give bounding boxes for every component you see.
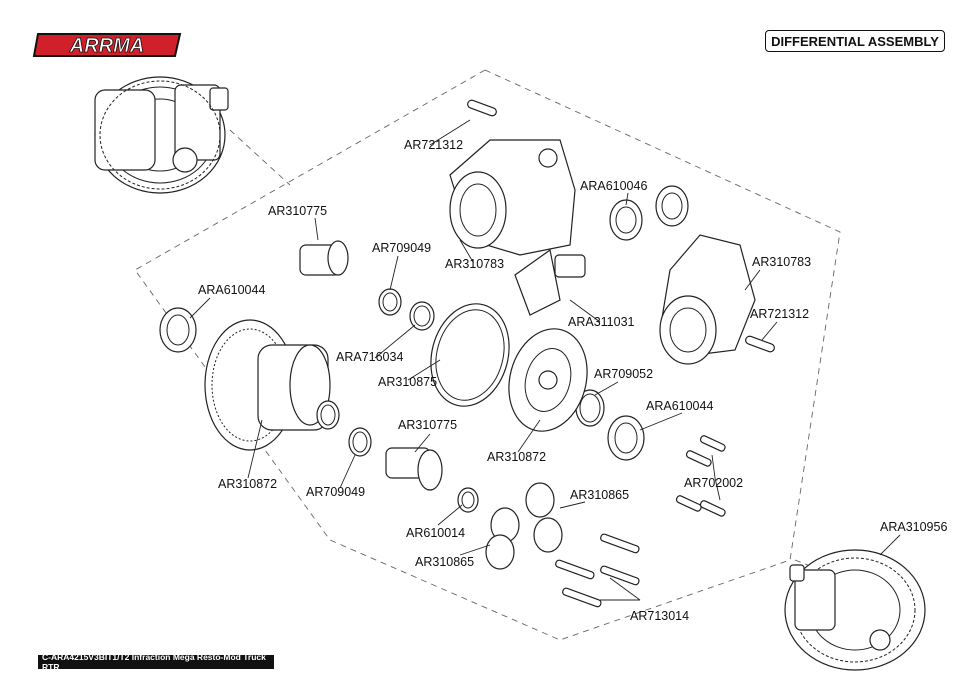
bearings (159, 185, 689, 461)
housing-lower (659, 234, 756, 365)
callout-ARA610046: ARA610046 (580, 179, 647, 193)
callout-ARA716034: ARA716034 (336, 350, 403, 364)
washers (316, 288, 605, 513)
callout-AR713014: AR713014 (630, 609, 689, 623)
assembled-differential-bottom (784, 549, 926, 671)
callout-ARA310956: ARA310956 (880, 520, 947, 534)
housing-upper (449, 139, 576, 256)
callout-AR310775: AR310775 (268, 204, 327, 218)
gasket (430, 303, 510, 407)
callout-AR709049: AR709049 (306, 485, 365, 499)
callout-AR310775: AR310775 (398, 418, 457, 432)
callout-AR310783: AR310783 (445, 257, 504, 271)
screws (467, 99, 775, 517)
callout-AR610014: AR610014 (406, 526, 465, 540)
callout-AR310872: AR310872 (218, 477, 277, 491)
callout-AR310865: AR310865 (415, 555, 474, 569)
bevel-pinion (514, 248, 586, 316)
callout-AR721312: AR721312 (404, 138, 463, 152)
callout-AR310872: AR310872 (487, 450, 546, 464)
assembled-differential-top (94, 76, 229, 194)
pins (555, 533, 640, 608)
logo-text: ARRMA (69, 35, 144, 57)
callout-AR310865: AR310865 (570, 488, 629, 502)
callout-ARA610044: ARA610044 (198, 283, 265, 297)
callout-AR310875: AR310875 (378, 375, 437, 389)
pinion-gear-upper (299, 240, 349, 276)
spider-gears (485, 482, 563, 570)
page-title: DIFFERENTIAL ASSEMBLY (765, 30, 945, 52)
callout-AR721312: AR721312 (750, 307, 809, 321)
arrma-logo: ARRMA (32, 33, 182, 57)
callout-AR709052: AR709052 (594, 367, 653, 381)
callout-AR702002: AR702002 (684, 476, 743, 490)
callout-AR310783: AR310783 (752, 255, 811, 269)
part-callouts: AR721312 ARA610046 AR310775 AR709049 AR3… (198, 138, 947, 623)
callout-ARA610044: ARA610044 (646, 399, 713, 413)
pinion-gear-lower (385, 447, 443, 491)
footer-model-label: C-ARA4215V3BIT1/T2 Infraction Mega Resto… (38, 652, 274, 672)
diff-case-right (508, 328, 588, 432)
callout-AR709049: AR709049 (372, 241, 431, 255)
ring-gear-diff-case-left (204, 319, 331, 451)
callout-ARA311031: ARA311031 (568, 315, 635, 329)
leader-lines (189, 119, 901, 601)
